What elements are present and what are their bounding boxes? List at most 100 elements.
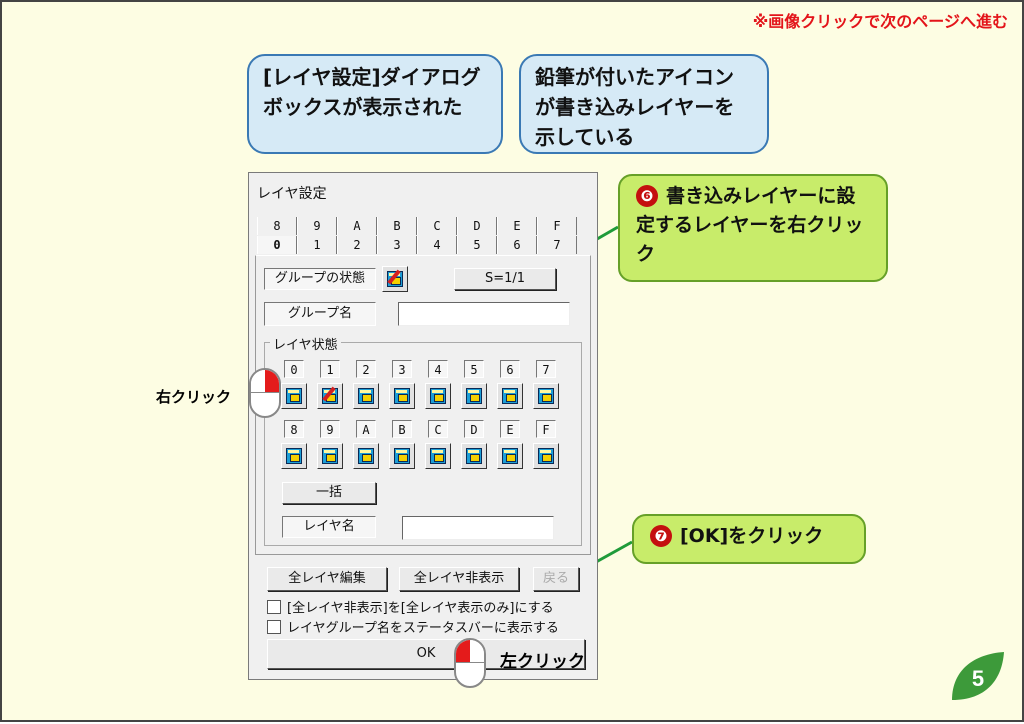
tab-group-9[interactable]: 9 [297, 217, 337, 235]
tab-group-e[interactable]: E [497, 217, 537, 235]
layer-label-3: 3 [392, 360, 412, 378]
layer-icon [538, 388, 554, 404]
right-click-label: 右クリック [156, 388, 232, 406]
layer-label-1: 1 [320, 360, 340, 378]
left-click-label: 左クリック [500, 652, 585, 672]
bulk-button[interactable]: 一括 [282, 482, 376, 504]
layer-label-9: 9 [320, 420, 340, 438]
group-name-label: グループ名 [264, 302, 376, 326]
callout-step7-text: [OK]をクリック [680, 525, 824, 547]
layer-label-5: 5 [464, 360, 484, 378]
layer-button-9[interactable] [317, 443, 343, 469]
layer-state-title: レイヤ状態 [270, 334, 341, 353]
callout-dialog-shown: [レイヤ設定]ダイアログボックスが表示された [247, 54, 503, 154]
layer-icon [394, 388, 410, 404]
back-button[interactable]: 戻る [533, 567, 579, 591]
layer-label-c: C [428, 420, 448, 438]
layer-button-3[interactable] [389, 383, 415, 409]
layer-button-6[interactable] [497, 383, 523, 409]
layer-icon [286, 388, 302, 404]
layer-settings-dialog[interactable]: レイヤ設定 8 9 A B C D E F 0 1 2 3 4 5 6 7 [248, 172, 598, 680]
layer-label-2: 2 [356, 360, 376, 378]
tab-group-0[interactable]: 0 [257, 236, 297, 254]
layer-button-8[interactable] [281, 443, 307, 469]
layer-button-2[interactable] [353, 383, 379, 409]
layer-name-field[interactable] [402, 516, 554, 540]
layer-icon [430, 448, 446, 464]
layer-label-0: 0 [284, 360, 304, 378]
group-state-button[interactable] [382, 266, 408, 292]
layer-label-6: 6 [500, 360, 520, 378]
step7-number: ❼ [650, 525, 672, 547]
layer-button-1[interactable] [317, 383, 343, 409]
layer-icon [286, 448, 302, 464]
layer-state-group [264, 342, 582, 546]
layer-icon [466, 448, 482, 464]
page-number: 5 [972, 666, 984, 691]
check-show-only-option[interactable]: [全レイヤ非表示]を[全レイヤ表示のみ]にする [267, 597, 554, 616]
callout-step7: ❼ [OK]をクリック [632, 514, 866, 564]
layer-button-f[interactable] [533, 443, 559, 469]
tab-group-f[interactable]: F [537, 217, 577, 235]
layer-panel: グループの状態 S=1/1 グループ名 レイヤ状態 0 1 2 3 4 5 6 … [255, 255, 591, 555]
tab-group-1[interactable]: 1 [297, 236, 337, 254]
tab-group-b[interactable]: B [377, 217, 417, 235]
checkbox-icon[interactable] [267, 620, 281, 634]
page-leaf-icon: 5 [952, 652, 1004, 700]
step6-number: ❻ [636, 185, 658, 207]
layer-button-a[interactable] [353, 443, 379, 469]
layer-label-e: E [500, 420, 520, 438]
layer-label-f: F [536, 420, 556, 438]
layer-icon [466, 388, 482, 404]
layer-button-c[interactable] [425, 443, 451, 469]
dialog-title: レイヤ設定 [257, 186, 327, 202]
layer-label-d: D [464, 420, 484, 438]
tab-group-7[interactable]: 7 [537, 236, 577, 254]
tab-group-3[interactable]: 3 [377, 236, 417, 254]
layer-icon [502, 448, 518, 464]
tab-group-5[interactable]: 5 [457, 236, 497, 254]
ok-button[interactable]: OK [267, 639, 585, 669]
checkbox-icon[interactable] [267, 600, 281, 614]
layer-icon [430, 388, 446, 404]
mouse-left-click-icon [454, 638, 486, 688]
layer-button-0[interactable] [281, 383, 307, 409]
callout-step6-text: 書き込みレイヤーに設定するレイヤーを右クリック [636, 185, 864, 265]
check-statusbar-option[interactable]: レイヤグループ名をステータスバーに表示する [267, 617, 559, 636]
tab-group-4[interactable]: 4 [417, 236, 457, 254]
layer-icon [358, 388, 374, 404]
tab-group-d[interactable]: D [457, 217, 497, 235]
layer-name-label: レイヤ名 [282, 516, 376, 538]
group-name-field[interactable] [398, 302, 570, 326]
layer-button-b[interactable] [389, 443, 415, 469]
callout-pencil-icon: 鉛筆が付いたアイコンが書き込みレイヤーを示している [519, 54, 769, 154]
layer-label-b: B [392, 420, 412, 438]
layer-button-4[interactable] [425, 383, 451, 409]
layer-label-a: A [356, 420, 376, 438]
next-page-note: ※画像クリックで次のページへ進む [752, 12, 1008, 31]
group-state-label: グループの状態 [264, 268, 376, 290]
scale-button[interactable]: S=1/1 [454, 268, 556, 290]
tab-group-2[interactable]: 2 [337, 236, 377, 254]
layer-icon [322, 448, 338, 464]
all-layers-hide-button[interactable]: 全レイヤ非表示 [399, 567, 519, 591]
layer-label-7: 7 [536, 360, 556, 378]
layer-button-7[interactable] [533, 383, 559, 409]
tab-group-6[interactable]: 6 [497, 236, 537, 254]
layer-label-8: 8 [284, 420, 304, 438]
all-layers-edit-button[interactable]: 全レイヤ編集 [267, 567, 387, 591]
check-show-only-label: [全レイヤ非表示]を[全レイヤ表示のみ]にする [287, 601, 554, 616]
layer-icon [394, 448, 410, 464]
layer-button-d[interactable] [461, 443, 487, 469]
layer-icon [358, 448, 374, 464]
layer-button-5[interactable] [461, 383, 487, 409]
layer-label-4: 4 [428, 360, 448, 378]
layer-icon [538, 448, 554, 464]
mouse-right-click-icon [249, 368, 281, 418]
layer-button-e[interactable] [497, 443, 523, 469]
tab-group-8[interactable]: 8 [257, 217, 297, 235]
tab-group-c[interactable]: C [417, 217, 457, 235]
tab-group-a[interactable]: A [337, 217, 377, 235]
